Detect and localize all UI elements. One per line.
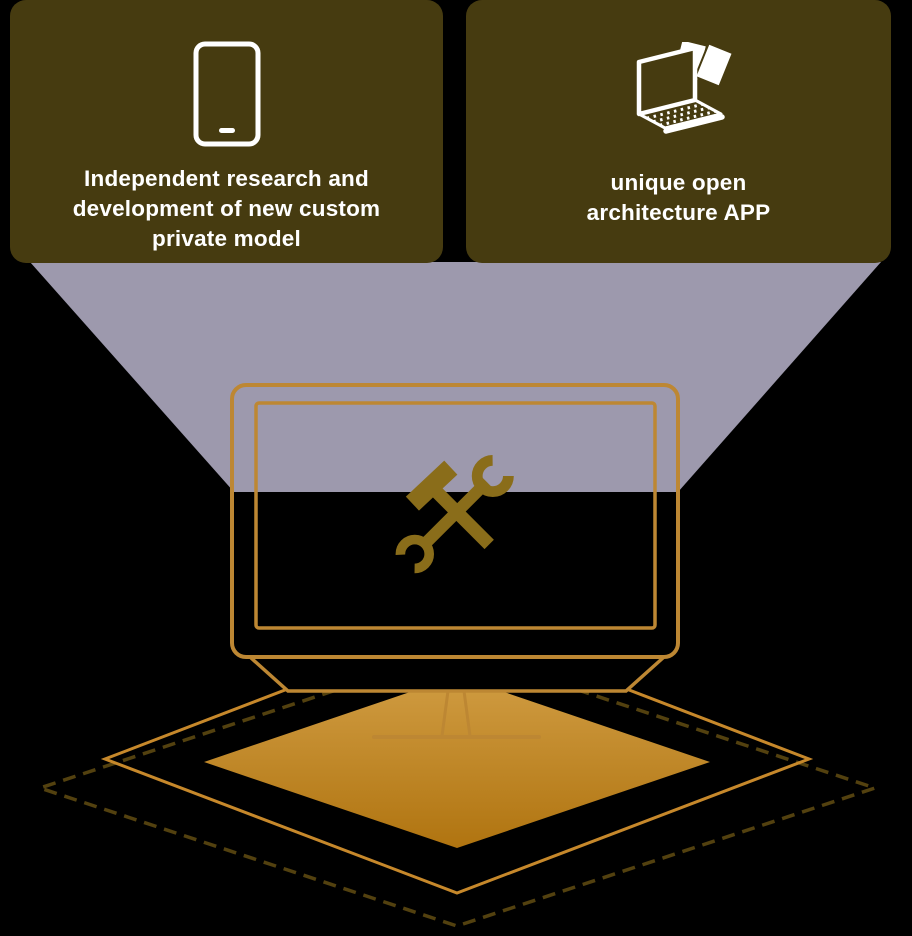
funnel-beam [30, 262, 881, 492]
monitor-stand-pole [440, 690, 472, 737]
tablet-icon [193, 41, 260, 147]
card-private-model: Independent research and development of … [10, 0, 443, 263]
monitor-screen [254, 401, 657, 630]
hammer-head [405, 460, 458, 511]
card-private-model-label: Independent research and development of … [72, 166, 381, 251]
monitor-chin [248, 655, 666, 693]
hammer-handle [429, 484, 494, 550]
hammer-wrench-icon [395, 454, 514, 574]
monitor-outline [230, 383, 680, 739]
laptop-documents-icon [636, 42, 734, 134]
card-open-architecture-app-label: unique open architecture APP [586, 170, 771, 225]
wrench-ring [395, 534, 435, 574]
monitor-frame [230, 383, 680, 659]
outline-diamond [100, 622, 814, 895]
card-open-architecture-app: unique open architecture APP [466, 0, 891, 263]
filled-diamond [204, 676, 710, 848]
